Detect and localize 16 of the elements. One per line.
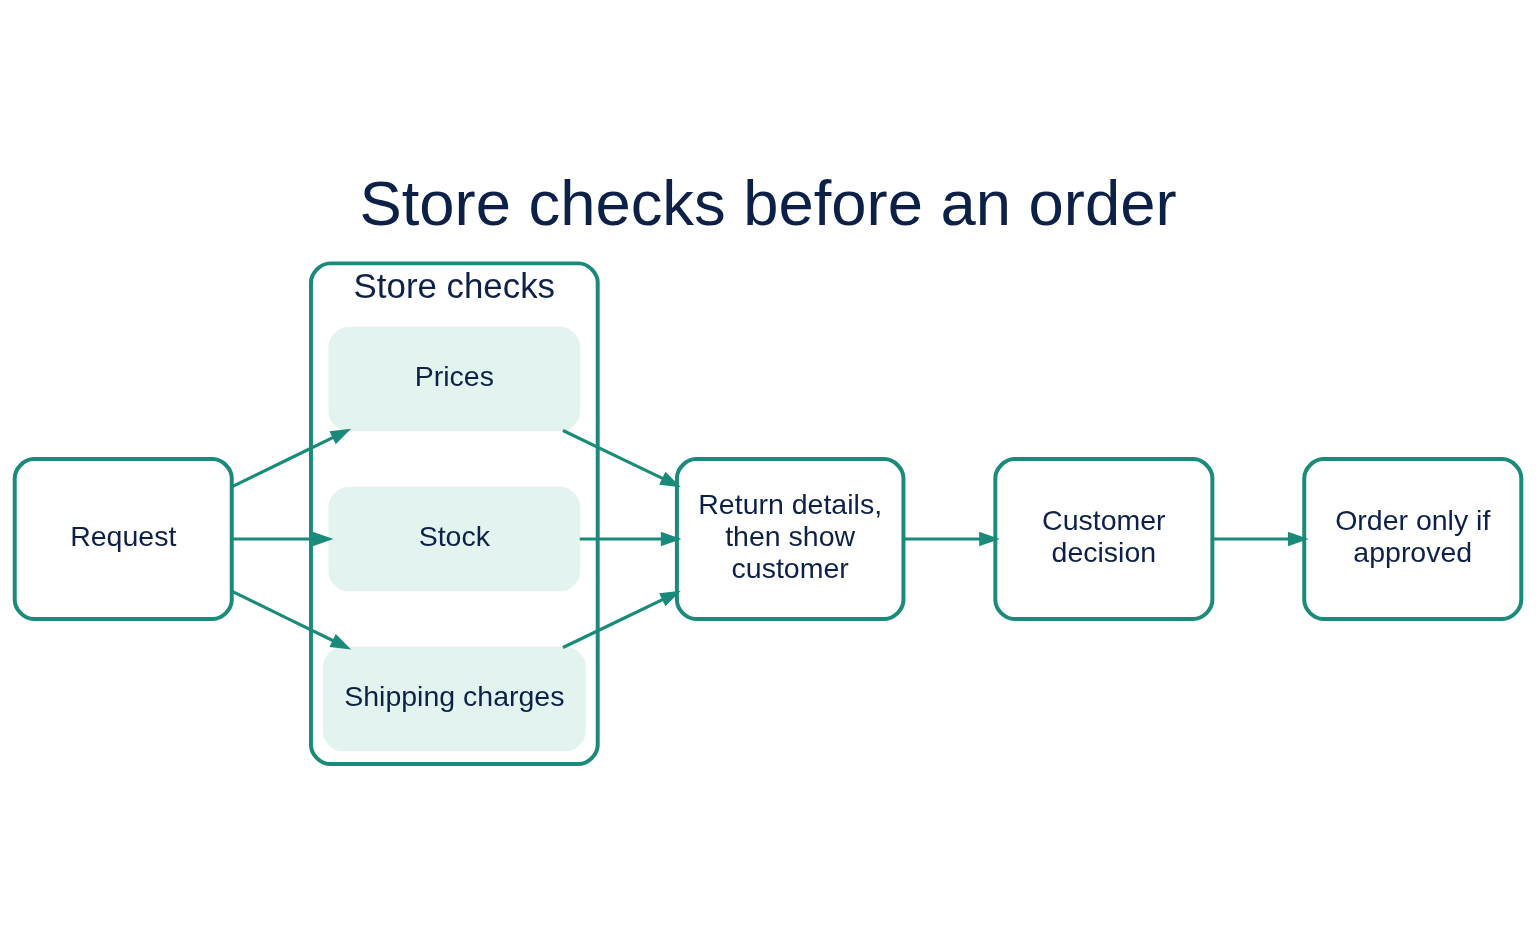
diagram-title: Store checks before an order (359, 167, 1177, 238)
arrow (231, 589, 352, 649)
node-box: Request (12, 456, 234, 621)
arrow (232, 531, 334, 546)
arrow (1212, 531, 1309, 546)
node-box: Shipping charges (322, 646, 586, 751)
node-box: Order only if approved (1302, 456, 1524, 621)
arrow (903, 531, 1000, 546)
arrow (562, 428, 681, 487)
node-box: Stock (328, 486, 581, 591)
arrow (579, 531, 682, 546)
arrow (231, 428, 352, 488)
node-box: Return details, then show customer (674, 456, 906, 621)
node-box: Prices (328, 326, 581, 431)
arrow (562, 590, 681, 649)
node-box: Customer decision (993, 456, 1215, 621)
